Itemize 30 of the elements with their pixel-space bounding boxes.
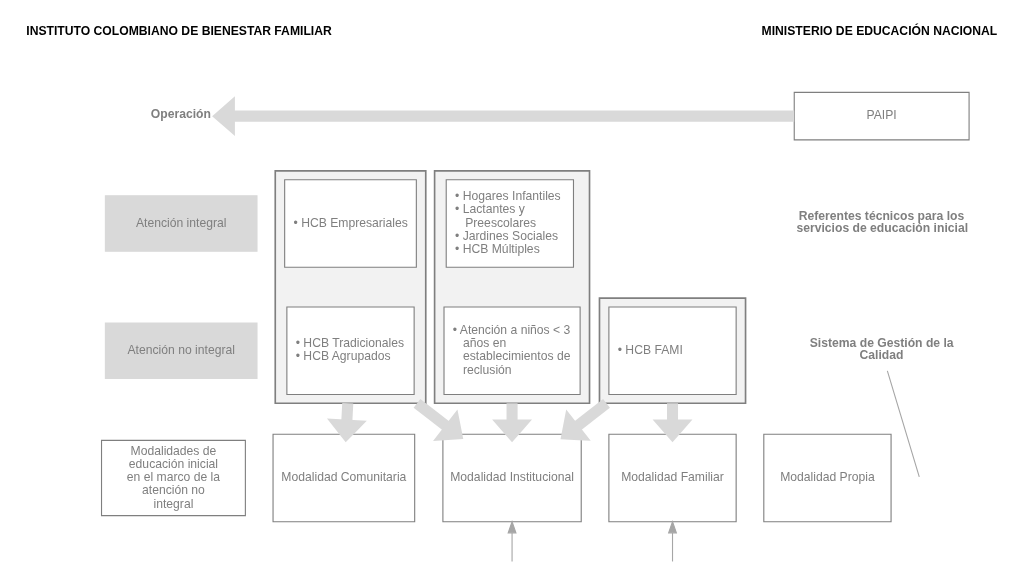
cluster <box>274 170 427 405</box>
label: Referentes técnicos para los servicios de educación inicial <box>796 208 969 236</box>
node-box: Atención no integral <box>104 322 258 379</box>
arrow <box>560 398 610 441</box>
arrow <box>413 398 464 441</box>
cluster <box>433 170 591 405</box>
arrow <box>212 96 795 137</box>
label: MINISTERIO DE EDUCACIÓN NACIONAL <box>761 23 998 38</box>
node-text: Operación <box>150 107 211 122</box>
cluster <box>598 297 747 405</box>
node-box: Modalidades de educación inicial en el marco de la atención no integral <box>100 439 246 517</box>
node-box: Modalidad Comunitaria <box>272 433 416 523</box>
arrow <box>327 403 367 443</box>
node-box: • HCB Tradicionales • HCB Agrupados <box>286 306 415 395</box>
node-box: • Hogares Infantiles • Lactantes y Preescolares • Jardines Sociales • HCB Múltiples <box>445 179 575 268</box>
connector <box>886 370 920 478</box>
node-box: • HCB Empresariales <box>284 179 417 268</box>
arrow <box>507 520 517 563</box>
node-box: • HCB FAMI <box>608 306 737 395</box>
label: INSTITUTO COLOMBIANO DE BIENESTAR FAMILIAR <box>26 23 332 38</box>
arrow <box>652 403 693 443</box>
node-box: PAIPI <box>793 91 970 141</box>
node-box: Atención integral <box>104 195 258 252</box>
node-box: Modalidad Propia <box>763 433 892 523</box>
node-text: Sistema de Gestión de la Calidad <box>809 336 954 363</box>
node-box: Modalidad Familiar <box>608 433 737 523</box>
node-box: Modalidad Institucional <box>442 433 582 523</box>
arrow <box>667 520 678 563</box>
node-box: • Atención a niños < 3 años en establecimientos de reclusión <box>443 306 581 395</box>
arrow <box>492 403 532 443</box>
